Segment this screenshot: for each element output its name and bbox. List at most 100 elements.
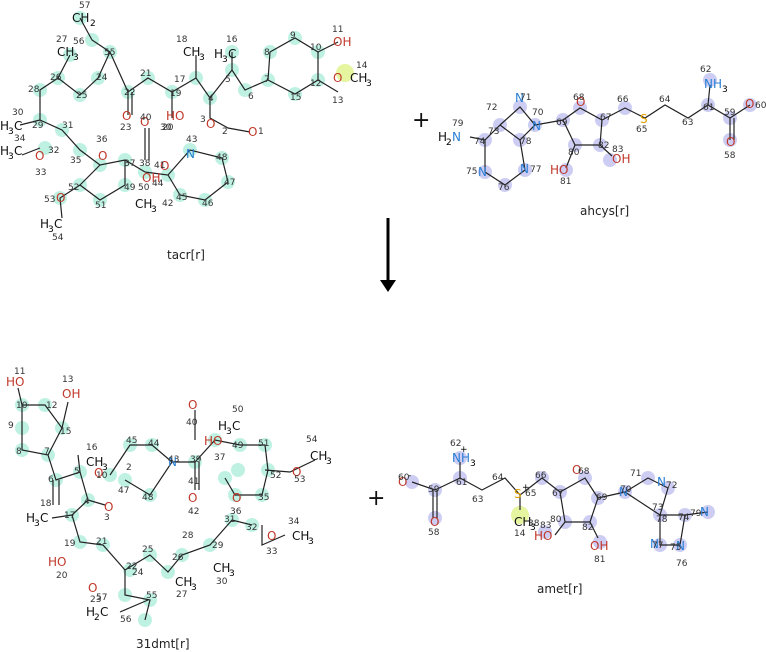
svg-text:29: 29 — [212, 541, 224, 551]
plus-products: + — [367, 486, 385, 511]
svg-text:72: 72 — [666, 481, 677, 491]
svg-text:16: 16 — [86, 443, 98, 453]
svg-text:N: N — [452, 130, 461, 144]
svg-text:47: 47 — [224, 178, 235, 188]
svg-text:OH: OH — [590, 539, 608, 553]
svg-text:3: 3 — [226, 427, 232, 437]
svg-text:82: 82 — [598, 141, 609, 151]
svg-text:3: 3 — [308, 537, 314, 547]
svg-text:12: 12 — [310, 79, 321, 89]
svg-text:CH: CH — [72, 11, 89, 25]
svg-text:66: 66 — [617, 95, 629, 105]
svg-text:OH: OH — [333, 35, 351, 49]
svg-text:HO: HO — [6, 375, 24, 389]
svg-text:59: 59 — [724, 108, 736, 118]
svg-text:31: 31 — [62, 121, 73, 131]
svg-text:63: 63 — [682, 118, 693, 128]
svg-text:23: 23 — [90, 595, 101, 605]
svg-text:3: 3 — [48, 225, 54, 235]
svg-text:CH: CH — [183, 45, 200, 59]
tacr-bonds — [19, 17, 339, 219]
svg-text:3: 3 — [151, 205, 157, 215]
svg-text:3: 3 — [222, 55, 228, 65]
svg-text:58: 58 — [724, 151, 736, 161]
svg-text:C: C — [100, 605, 108, 619]
svg-text:80: 80 — [568, 148, 580, 158]
svg-text:11: 11 — [14, 367, 25, 377]
reaction-arrow-head — [380, 280, 396, 292]
svg-text:70: 70 — [532, 108, 544, 118]
svg-text:27: 27 — [56, 35, 67, 45]
svg-text:N: N — [515, 91, 524, 105]
svg-text:68: 68 — [578, 467, 590, 477]
svg-text:O: O — [398, 475, 407, 489]
svg-text:24: 24 — [132, 568, 144, 578]
svg-text:82: 82 — [582, 523, 593, 533]
svg-text:S: S — [514, 487, 522, 501]
svg-text:57: 57 — [79, 1, 90, 11]
svg-text:69: 69 — [556, 118, 568, 128]
svg-text:25: 25 — [76, 91, 87, 101]
svg-text:62: 62 — [450, 439, 461, 449]
svg-text:OH: OH — [612, 152, 630, 166]
svg-text:45: 45 — [126, 436, 137, 446]
svg-text:1: 1 — [258, 127, 264, 137]
svg-text:14: 14 — [356, 61, 368, 71]
svg-text:22: 22 — [126, 562, 137, 572]
svg-text:6: 6 — [248, 92, 254, 102]
svg-text:27: 27 — [176, 590, 187, 600]
svg-text:O: O — [572, 463, 581, 477]
svg-text:O: O — [333, 71, 342, 85]
svg-text:O: O — [430, 515, 439, 529]
svg-text:3: 3 — [8, 152, 14, 162]
svg-text:HO: HO — [204, 434, 222, 448]
svg-text:CH: CH — [57, 45, 74, 59]
svg-text:65: 65 — [525, 489, 536, 499]
svg-text:16: 16 — [226, 35, 238, 45]
svg-text:CH: CH — [175, 575, 192, 589]
svg-text:75: 75 — [670, 543, 681, 553]
svg-text:3: 3 — [366, 79, 372, 89]
svg-text:10: 10 — [96, 471, 108, 481]
amet-atom-highlights — [405, 451, 715, 552]
svg-text:48: 48 — [216, 153, 228, 163]
svg-text:O: O — [576, 95, 585, 109]
svg-text:51: 51 — [95, 201, 106, 211]
svg-text:10: 10 — [16, 401, 28, 411]
svg-text:2: 2 — [126, 463, 132, 473]
svg-text:3: 3 — [34, 519, 40, 529]
svg-text:83: 83 — [540, 521, 551, 531]
svg-text:CH: CH — [292, 529, 309, 543]
tacr-methyl-highlight — [336, 64, 354, 82]
svg-text:20: 20 — [162, 123, 174, 133]
svg-text:3: 3 — [229, 569, 235, 579]
svg-text:HO: HO — [534, 529, 552, 543]
svg-text:13: 13 — [62, 375, 73, 385]
svg-text:76: 76 — [676, 559, 688, 569]
svg-text:34: 34 — [14, 134, 26, 144]
svg-text:N: N — [186, 147, 195, 161]
svg-text:4: 4 — [208, 94, 214, 104]
svg-text:C: C — [40, 511, 48, 525]
amet-sulfur-highlight — [511, 506, 529, 524]
svg-text:O: O — [56, 191, 65, 205]
svg-text:-: - — [408, 471, 411, 481]
svg-text:5: 5 — [74, 467, 80, 477]
svg-text:36: 36 — [96, 135, 108, 145]
svg-text:69: 69 — [596, 493, 608, 503]
svg-text:71: 71 — [630, 469, 641, 479]
31dmt-bonds — [17, 387, 316, 621]
svg-text:35: 35 — [70, 156, 81, 166]
svg-text:74: 74 — [678, 513, 690, 523]
svg-text:C: C — [14, 119, 22, 133]
svg-text:O: O — [140, 115, 149, 129]
svg-text:21: 21 — [96, 537, 107, 547]
svg-text:77: 77 — [652, 541, 663, 551]
svg-text:2: 2 — [222, 127, 228, 137]
svg-text:19: 19 — [64, 539, 76, 549]
svg-text:+: + — [522, 483, 530, 493]
svg-text:15: 15 — [60, 427, 71, 437]
